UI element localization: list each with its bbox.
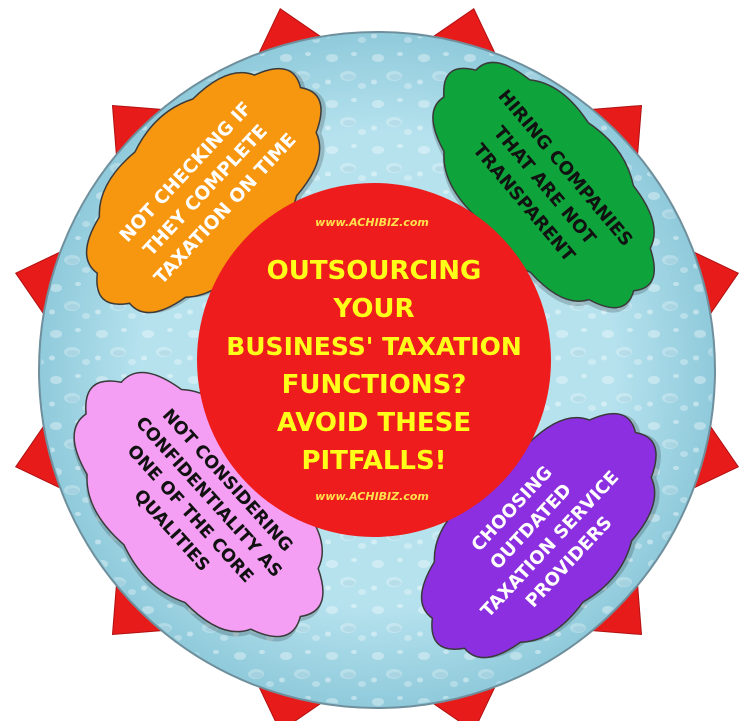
cloud-shape — [420, 412, 657, 659]
center-title-line: AVOID THESE — [277, 408, 471, 438]
watermark-top: www.ACHIBIZ.com — [315, 216, 429, 229]
center-title: OUTSOURCING YOUR BUSINESS' TAXATION FUNCTIO… — [226, 256, 522, 476]
center-title-line: OUTSOURCING — [267, 256, 482, 286]
center-title-line: YOUR — [332, 294, 414, 324]
watermark-bottom: www.ACHIBIZ.com — [315, 490, 429, 503]
cloud-shape — [432, 61, 655, 309]
center-title-line: PITFALLS! — [301, 446, 446, 476]
center-title-line: BUSINESS' TAXATION — [226, 332, 522, 361]
cloud-shape — [85, 67, 322, 314]
center-circle — [197, 183, 551, 537]
center-title-line: FUNCTIONS? — [282, 370, 467, 400]
